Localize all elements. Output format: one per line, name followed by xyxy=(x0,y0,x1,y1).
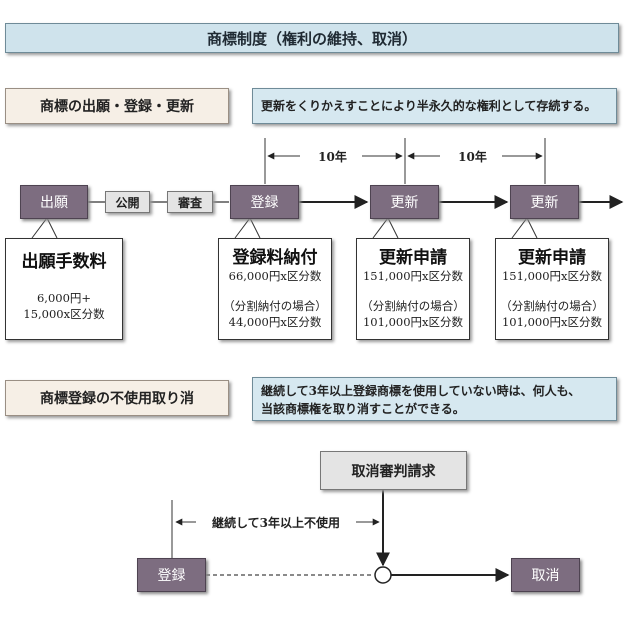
section-label-registration: 商標の出願・登録・更新 xyxy=(5,88,229,124)
note-non-use-line2: 当該商標権を取り消すことができる。 xyxy=(261,402,465,416)
note-non-use: 継続して3年以上登録商標を使用していない時は、何人も、 当該商標権を取り消すこと… xyxy=(252,377,617,421)
fee-box-renewal-1-line2: （分割納付の場合） xyxy=(361,299,465,313)
node-registration-label: 登録 xyxy=(250,195,279,211)
callout-pointer-renewal-1 xyxy=(372,217,399,239)
fee-box-renewal-1: 更新申請 151,000円x区分数 （分割納付の場合） 101,000円x区分数 xyxy=(356,238,470,340)
node-application-label: 出願 xyxy=(40,195,68,211)
fee-box-renewal-2-line2: （分割納付の場合） xyxy=(500,299,604,313)
node-cancel-label: 取消 xyxy=(531,568,560,584)
node-examination: 審査 xyxy=(167,191,213,213)
cancellation-junction xyxy=(374,566,392,584)
fee-box-application: 出願手数料 6,000円+ 15,000x区分数 xyxy=(5,238,123,340)
fee-box-registration-line1: 66,000円x区分数 xyxy=(228,269,322,283)
page-title-text: 商標制度（権利の維持、取消） xyxy=(206,29,417,48)
fee-box-renewal-1-line1: 151,000円x区分数 xyxy=(362,269,464,283)
note-renewal: 更新をくりかえすことにより半永久的な権利として存続する。 xyxy=(252,88,617,124)
node-cancel-registration: 登録 xyxy=(137,558,206,592)
node-registration: 登録 xyxy=(230,185,299,219)
node-cancellation-request: 取消審判請求 xyxy=(320,451,467,490)
node-publication-label: 公開 xyxy=(115,195,140,210)
node-publication: 公開 xyxy=(105,191,150,213)
node-application: 出願 xyxy=(20,185,88,219)
node-renewal-2-label: 更新 xyxy=(530,195,559,211)
note-non-use-line1: 継続して3年以上登録商標を使用していない時は、何人も、 xyxy=(261,384,581,398)
section-label-registration-text: 商標の出願・登録・更新 xyxy=(40,99,194,115)
section-label-non-use: 商標登録の不使用取り消 xyxy=(5,380,229,416)
fee-box-registration-title: 登録料納付 xyxy=(232,248,318,268)
period-label-1: 10年 xyxy=(318,150,347,164)
fee-box-renewal-1-title: 更新申請 xyxy=(379,248,447,268)
node-renewal-2: 更新 xyxy=(510,185,579,219)
fee-box-renewal-1-line3: 101,000円x区分数 xyxy=(362,315,464,329)
fee-box-application-line2: 15,000x区分数 xyxy=(23,307,105,321)
node-examination-label: 審査 xyxy=(177,195,202,210)
note-renewal-text: 更新をくりかえすことにより半永久的な権利として存続する。 xyxy=(261,99,597,113)
callout-pointer-renewal-2 xyxy=(511,217,538,239)
fee-box-renewal-2: 更新申請 151,000円x区分数 （分割納付の場合） 101,000円x区分数 xyxy=(495,238,609,340)
node-renewal-1-label: 更新 xyxy=(390,195,419,211)
node-renewal-1: 更新 xyxy=(370,185,439,219)
node-cancel-registration-label: 登録 xyxy=(157,568,186,584)
node-cancellation-request-label: 取消審判請求 xyxy=(351,463,436,480)
page-title: 商標制度（権利の維持、取消） xyxy=(5,23,619,53)
node-cancel: 取消 xyxy=(511,558,580,592)
non-use-period-label: 継続して3年以上不使用 xyxy=(197,514,355,531)
section-label-non-use-text: 商標登録の不使用取り消 xyxy=(40,391,194,407)
fee-box-renewal-2-title: 更新申請 xyxy=(518,248,586,268)
fee-box-registration-line2: （分割納付の場合） xyxy=(223,299,327,313)
fee-box-renewal-2-line1: 151,000円x区分数 xyxy=(501,269,603,283)
callout-pointer-application xyxy=(31,217,58,239)
fee-box-registration-line3: 44,000円x区分数 xyxy=(228,315,322,329)
fee-box-registration: 登録料納付 66,000円x区分数 （分割納付の場合） 44,000円x区分数 xyxy=(218,238,332,340)
fee-box-application-line1: 6,000円+ xyxy=(36,291,92,305)
period-label-2: 10年 xyxy=(458,150,487,164)
callout-pointer-registration xyxy=(234,217,261,239)
fee-box-renewal-2-line3: 101,000円x区分数 xyxy=(501,315,603,329)
fee-box-application-title: 出願手数料 xyxy=(21,252,107,272)
